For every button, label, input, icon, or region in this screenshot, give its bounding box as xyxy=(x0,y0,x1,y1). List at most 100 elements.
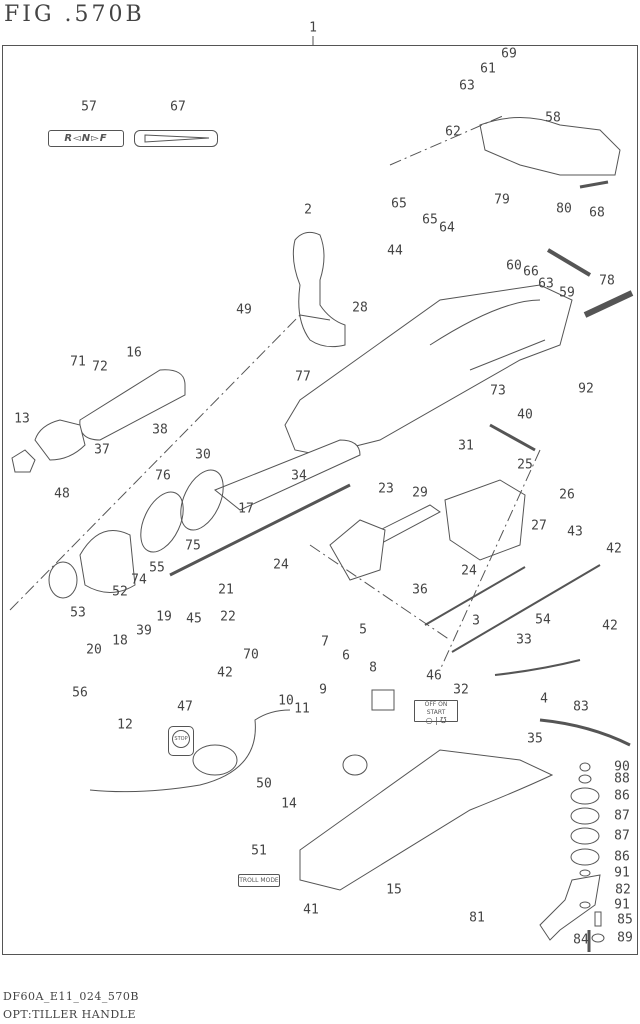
part-callout-70[interactable]: 70 xyxy=(243,647,259,663)
part-callout-47[interactable]: 47 xyxy=(177,699,193,715)
part-callout-72[interactable]: 72 xyxy=(92,359,108,375)
part-callout-24[interactable]: 24 xyxy=(273,557,289,573)
part-callout-40[interactable]: 40 xyxy=(517,407,533,423)
part-callout-5[interactable]: 5 xyxy=(359,622,367,638)
part-callout-25[interactable]: 25 xyxy=(517,457,533,473)
part-callout-86[interactable]: 86 xyxy=(614,788,630,804)
part-callout-81[interactable]: 81 xyxy=(469,910,485,926)
part-callout-17[interactable]: 17 xyxy=(238,501,254,517)
part-callout-86b[interactable]: 86 xyxy=(614,849,630,865)
part-callout-46[interactable]: 46 xyxy=(426,668,442,684)
part-callout-73[interactable]: 73 xyxy=(490,383,506,399)
part-callout-49[interactable]: 49 xyxy=(236,302,252,318)
part-callout-53[interactable]: 53 xyxy=(70,605,86,621)
part-callout-91[interactable]: 91 xyxy=(614,865,630,881)
part-callout-20[interactable]: 20 xyxy=(86,642,102,658)
part-callout-71[interactable]: 71 xyxy=(70,354,86,370)
part-callout-3[interactable]: 3 xyxy=(472,613,480,629)
part-callout-48[interactable]: 48 xyxy=(54,486,70,502)
part-callout-90[interactable]: 90 xyxy=(614,759,630,775)
part-callout-12[interactable]: 12 xyxy=(117,717,133,733)
part-callout-36[interactable]: 36 xyxy=(412,582,428,598)
part-callout-33[interactable]: 33 xyxy=(516,632,532,648)
part-callout-63b[interactable]: 63 xyxy=(538,276,554,292)
part-callout-56[interactable]: 56 xyxy=(72,685,88,701)
part-callout-2[interactable]: 2 xyxy=(304,202,312,218)
part-callout-13[interactable]: 13 xyxy=(14,411,30,427)
part-callout-42c[interactable]: 42 xyxy=(217,665,233,681)
part-callout-84[interactable]: 84 xyxy=(573,932,589,948)
part-callout-82[interactable]: 82 xyxy=(615,882,631,898)
part-callout-6[interactable]: 6 xyxy=(342,648,350,664)
part-callout-76[interactable]: 76 xyxy=(155,468,171,484)
part-callout-66[interactable]: 66 xyxy=(523,264,539,280)
part-callout-22[interactable]: 22 xyxy=(220,609,236,625)
part-callout-83[interactable]: 83 xyxy=(573,699,589,715)
part-callout-27[interactable]: 27 xyxy=(531,518,547,534)
part-callout-32[interactable]: 32 xyxy=(453,682,469,698)
part-callout-61[interactable]: 61 xyxy=(480,61,496,77)
part-callout-43[interactable]: 43 xyxy=(567,524,583,540)
part-callout-65[interactable]: 65 xyxy=(391,196,407,212)
part-callout-88[interactable]: 88 xyxy=(614,771,630,787)
part-callout-87[interactable]: 87 xyxy=(614,808,630,824)
part-callout-42b[interactable]: 42 xyxy=(602,618,618,634)
part-callout-41[interactable]: 41 xyxy=(303,902,319,918)
part-callout-85[interactable]: 85 xyxy=(617,912,633,928)
part-callout-65b[interactable]: 65 xyxy=(422,212,438,228)
part-callout-35[interactable]: 35 xyxy=(527,731,543,747)
part-callout-39[interactable]: 39 xyxy=(136,623,152,639)
part-callout-89[interactable]: 89 xyxy=(617,930,633,946)
part-callout-37[interactable]: 37 xyxy=(94,442,110,458)
part-callout-52[interactable]: 52 xyxy=(112,584,128,600)
part-callout-62[interactable]: 62 xyxy=(445,124,461,140)
part-callout-75[interactable]: 75 xyxy=(185,538,201,554)
part-callout-31[interactable]: 31 xyxy=(458,438,474,454)
part-callout-80[interactable]: 80 xyxy=(556,201,572,217)
part-callout-63[interactable]: 63 xyxy=(459,78,475,94)
part-callout-9[interactable]: 9 xyxy=(319,682,327,698)
part-callout-8[interactable]: 8 xyxy=(369,660,377,676)
part-callout-64[interactable]: 64 xyxy=(439,220,455,236)
part-callout-60[interactable]: 60 xyxy=(506,258,522,274)
part-callout-74[interactable]: 74 xyxy=(131,572,147,588)
part-callout-67[interactable]: 67 xyxy=(170,99,186,115)
part-callout-16[interactable]: 16 xyxy=(126,345,142,361)
part-callout-21[interactable]: 21 xyxy=(218,582,234,598)
part-callout-51[interactable]: 51 xyxy=(251,843,267,859)
part-callout-58[interactable]: 58 xyxy=(545,110,561,126)
part-callout-92[interactable]: 92 xyxy=(578,381,594,397)
part-callout-15[interactable]: 15 xyxy=(386,882,402,898)
part-callout-23[interactable]: 23 xyxy=(378,481,394,497)
part-callout-68[interactable]: 68 xyxy=(589,205,605,221)
part-callout-78[interactable]: 78 xyxy=(599,273,615,289)
part-callout-11[interactable]: 11 xyxy=(294,701,310,717)
part-callout-69[interactable]: 69 xyxy=(501,46,517,62)
part-callout-4[interactable]: 4 xyxy=(540,691,548,707)
part-callout-42[interactable]: 42 xyxy=(606,541,622,557)
part-callout-26[interactable]: 26 xyxy=(559,487,575,503)
part-callout-18[interactable]: 18 xyxy=(112,633,128,649)
part-callout-14[interactable]: 14 xyxy=(281,796,297,812)
part-callout-55[interactable]: 55 xyxy=(149,560,165,576)
part-callout-91b[interactable]: 91 xyxy=(614,897,630,913)
part-callout-45[interactable]: 45 xyxy=(186,611,202,627)
part-callout-38[interactable]: 38 xyxy=(152,422,168,438)
part-callout-28[interactable]: 28 xyxy=(352,300,368,316)
part-callout-79[interactable]: 79 xyxy=(494,192,510,208)
part-callout-1[interactable]: 1 xyxy=(309,20,317,36)
part-callout-10[interactable]: 10 xyxy=(278,693,294,709)
part-callout-19[interactable]: 19 xyxy=(156,609,172,625)
part-callout-7[interactable]: 7 xyxy=(321,634,329,650)
part-callout-44[interactable]: 44 xyxy=(387,243,403,259)
part-callout-34[interactable]: 34 xyxy=(291,468,307,484)
part-callout-29[interactable]: 29 xyxy=(412,485,428,501)
part-callout-77[interactable]: 77 xyxy=(295,369,311,385)
part-callout-50[interactable]: 50 xyxy=(256,776,272,792)
part-callout-87b[interactable]: 87 xyxy=(614,828,630,844)
part-callout-57[interactable]: 57 xyxy=(81,99,97,115)
part-callout-30[interactable]: 30 xyxy=(195,447,211,463)
part-callout-24b[interactable]: 24 xyxy=(461,563,477,579)
part-callout-59[interactable]: 59 xyxy=(559,285,575,301)
part-callout-54[interactable]: 54 xyxy=(535,612,551,628)
